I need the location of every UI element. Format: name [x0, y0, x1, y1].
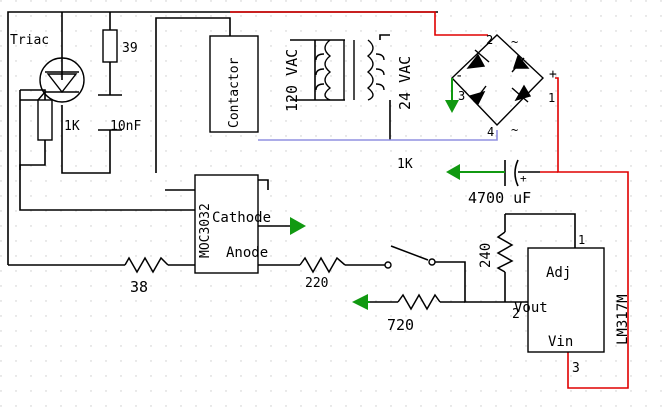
vac120-label: 120 VAC — [283, 49, 301, 112]
red-wires — [230, 11, 629, 389]
r720-label: 720 — [387, 316, 414, 334]
wire-to-contactor — [155, 17, 231, 173]
vout-label: Vout — [514, 300, 548, 316]
bridge-tilde-top: ~ — [511, 35, 518, 49]
resistor-39 — [102, 29, 118, 63]
r1k-left-label: 1K — [64, 119, 80, 134]
bridge-rectifier — [451, 34, 545, 127]
wire-adj — [505, 213, 576, 248]
ground-cathode-icon — [290, 217, 306, 235]
bridge-pin1-label: 1 — [548, 91, 555, 105]
lm-pin2-label: 2 — [512, 307, 520, 322]
switch-contact-left — [384, 261, 392, 269]
adj-label: Adj — [546, 265, 571, 281]
bridge-pin2-label: 2 — [486, 33, 493, 47]
r39-label: 39 — [122, 41, 138, 56]
c10nf-label: 10nF — [110, 119, 141, 134]
lm-pin1-label: 1 — [578, 233, 585, 247]
wire-blue — [258, 130, 498, 141]
ground-bridge-icon — [445, 100, 459, 113]
vac24-label: 24 VAC — [396, 56, 414, 110]
resistor-720 — [397, 293, 441, 311]
lm317m-box — [527, 247, 605, 353]
cap4700-label: 4700 uF — [468, 189, 531, 207]
r240-label: 240 — [478, 243, 494, 268]
wire-sec-top — [379, 34, 390, 40]
switch-contact-right — [428, 258, 436, 266]
r1k-mid-label: 1K — [397, 157, 413, 172]
r220-label: 220 — [305, 276, 328, 291]
contactor-box — [209, 35, 259, 133]
anode-label: Anode — [226, 245, 268, 261]
transformer-symbol — [315, 39, 385, 101]
moc3032-box — [194, 174, 259, 274]
cap-plus-label: + — [520, 172, 527, 185]
lm-pin3-label: 3 — [572, 361, 580, 376]
bridge-tilde-bottom: ~ — [511, 123, 518, 137]
resistor-220 — [299, 256, 346, 274]
moc3032-label: MOC3032 — [198, 203, 213, 258]
bridge-pin3-label: 3 — [458, 89, 465, 103]
wire-gate-r — [20, 89, 46, 100]
ground-r720-icon — [352, 294, 368, 310]
triac-label: Triac — [10, 33, 49, 48]
wire-switch-out — [432, 261, 510, 303]
bridge-plus-label: + — [549, 67, 557, 82]
resistor-240 — [496, 231, 514, 273]
r38-label: 38 — [130, 278, 148, 296]
bridge-minus-label: - — [455, 68, 463, 84]
vin-label: Vin — [548, 334, 573, 350]
switch-blade — [390, 245, 429, 261]
resistor-38 — [124, 256, 169, 274]
triac-symbol — [20, 57, 85, 103]
lm317m-label: LM317M — [615, 294, 631, 345]
wire-snubber — [61, 105, 111, 174]
ground-cap-icon — [446, 164, 460, 180]
wire-red-right — [555, 77, 629, 389]
wire-red-top — [230, 11, 488, 36]
resistor-1k-gate — [37, 99, 53, 141]
wire-gate-r-bottom — [19, 140, 46, 185]
wires — [7, 11, 576, 303]
capacitor-10nf — [98, 94, 122, 131]
wire-moc-right-top — [258, 179, 269, 190]
contactor-label: Contactor — [227, 57, 242, 128]
cathode-label: Cathode — [212, 210, 271, 226]
bridge-pin4-label: 4 — [487, 125, 494, 139]
